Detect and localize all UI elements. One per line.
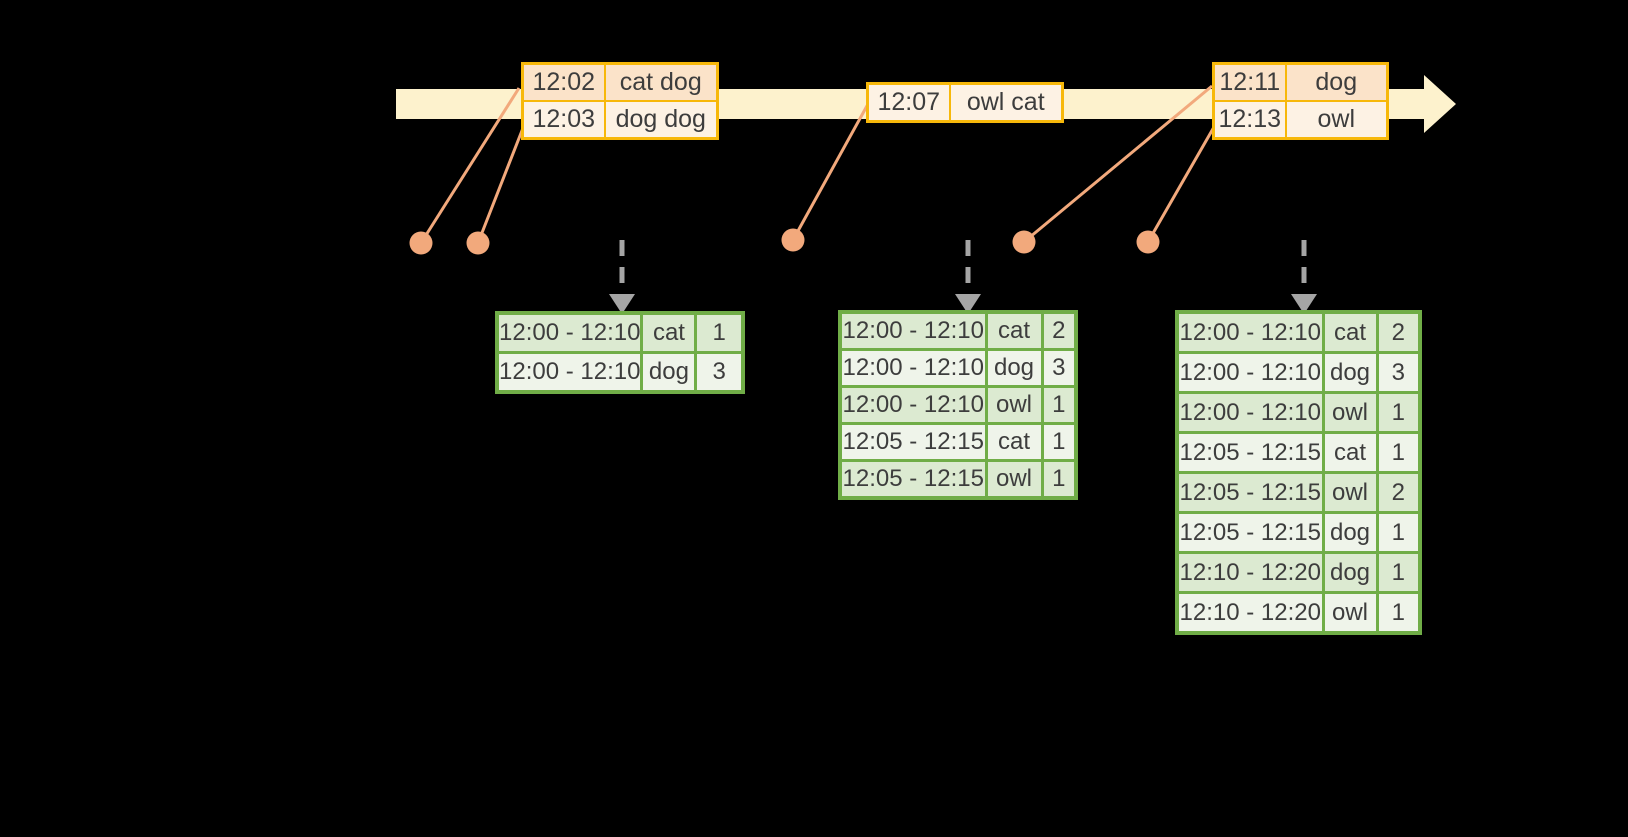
event-words-cell: cat dog: [603, 62, 719, 102]
event-dot: [1136, 230, 1160, 254]
connector-line: [1146, 126, 1216, 243]
connector-line: [791, 103, 870, 241]
word-cell: owl: [1321, 471, 1379, 514]
word-cell: owl: [984, 385, 1044, 425]
connector-line: [419, 87, 521, 244]
window-cell: 12:00 - 12:10: [495, 351, 644, 394]
word-cell: dog: [640, 351, 698, 394]
count-cell: 1: [1040, 422, 1078, 462]
count-cell: 2: [1375, 310, 1422, 354]
event-dot: [466, 231, 490, 255]
window-cell: 12:05 - 12:15: [1175, 471, 1325, 514]
window-cell: 12:00 - 12:10: [1175, 351, 1325, 394]
count-cell: 2: [1375, 471, 1422, 514]
word-cell: dog: [1321, 351, 1379, 394]
event-time-cell: 12:03: [521, 100, 606, 140]
event-dot: [781, 228, 805, 252]
word-cell: owl: [1321, 591, 1379, 635]
window-cell: 12:00 - 12:10: [495, 311, 644, 354]
trigger-arrow-head-icon: [1291, 294, 1317, 314]
window-cell: 12:10 - 12:20: [1175, 591, 1325, 635]
event-dot: [409, 231, 433, 255]
event-time-cell: 12:02: [521, 62, 606, 102]
event-words-cell: owl: [1284, 100, 1389, 140]
word-cell: cat: [1321, 310, 1379, 354]
count-cell: 1: [1040, 459, 1078, 500]
word-cell: cat: [984, 422, 1044, 462]
word-cell: dog: [1321, 551, 1379, 594]
word-cell: dog: [984, 348, 1044, 388]
window-cell: 12:05 - 12:15: [838, 422, 988, 462]
event-time-cell: 12:07: [866, 82, 951, 123]
event-words-cell: dog dog: [603, 100, 719, 140]
count-cell: 3: [694, 351, 745, 394]
window-cell: 12:00 - 12:10: [838, 348, 988, 388]
connector-line: [476, 127, 525, 244]
count-cell: 1: [1375, 431, 1422, 474]
window-cell: 12:00 - 12:10: [1175, 310, 1325, 354]
count-cell: 1: [1375, 551, 1422, 594]
count-cell: 3: [1375, 351, 1422, 394]
window-cell: 12:05 - 12:15: [1175, 431, 1325, 474]
trigger-arrow-head-icon: [609, 294, 635, 314]
window-cell: 12:05 - 12:15: [838, 459, 988, 500]
count-cell: 2: [1040, 310, 1078, 351]
count-cell: 3: [1040, 348, 1078, 388]
connector-line: [1023, 84, 1213, 244]
window-cell: 12:10 - 12:20: [1175, 551, 1325, 594]
event-time-cell: 12:11: [1212, 62, 1287, 102]
window-cell: 12:05 - 12:15: [1175, 511, 1325, 554]
event-time-cell: 12:13: [1212, 100, 1287, 140]
word-cell: cat: [984, 310, 1044, 351]
event-words-cell: dog: [1284, 62, 1389, 102]
count-cell: 1: [1375, 511, 1422, 554]
window-cell: 12:00 - 12:10: [838, 310, 988, 351]
count-cell: 1: [1375, 391, 1422, 434]
window-cell: 12:00 - 12:10: [838, 385, 988, 425]
count-cell: 1: [1040, 385, 1078, 425]
count-cell: 1: [1375, 591, 1422, 635]
word-cell: dog: [1321, 511, 1379, 554]
event-dot: [1012, 230, 1036, 254]
word-cell: cat: [1321, 431, 1379, 474]
event-words-cell: owl cat: [948, 82, 1064, 123]
window-cell: 12:00 - 12:10: [1175, 391, 1325, 434]
count-cell: 1: [694, 311, 745, 354]
word-cell: owl: [1321, 391, 1379, 434]
word-cell: cat: [640, 311, 698, 354]
trigger-arrow-head-icon: [955, 294, 981, 314]
timeline-arrowhead-icon: [1424, 75, 1456, 133]
word-cell: owl: [984, 459, 1044, 500]
